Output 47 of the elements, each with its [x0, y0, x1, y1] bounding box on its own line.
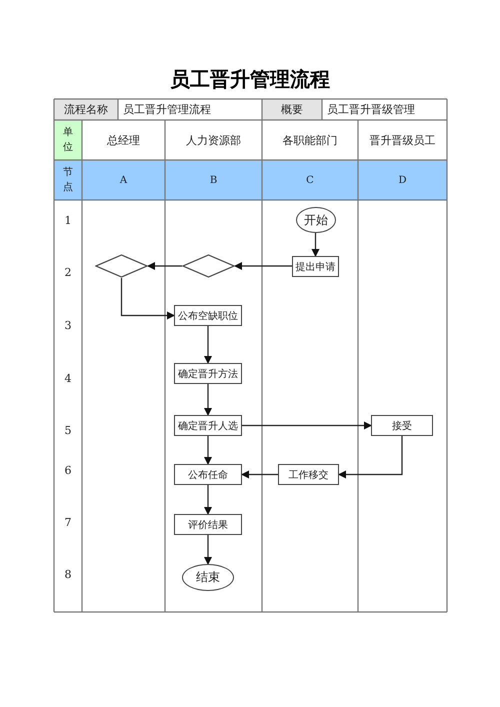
arrow — [241, 470, 278, 478]
arrow — [204, 485, 212, 515]
table-cell-text: D — [398, 174, 407, 186]
row-header-text: 单位 — [63, 126, 73, 155]
process-box: 确定晋升人选 — [174, 415, 242, 436]
process-box: 公布空缺职位 — [174, 305, 242, 326]
row-number: 8 — [64, 568, 72, 580]
arrow — [204, 436, 212, 465]
process-box: 评价结果 — [174, 514, 242, 535]
arrow — [120, 278, 175, 320]
process-box: 接受 — [371, 415, 433, 436]
arrow — [204, 535, 212, 565]
arrow — [204, 326, 212, 364]
table-cell-text: 员工晋升管理流程 — [123, 102, 211, 117]
table-cell-text: C — [306, 174, 314, 186]
terminal-oval: 开始 — [296, 207, 336, 233]
row-number: 6 — [64, 464, 72, 476]
table-cell-text: 员工晋升晋级管理 — [327, 102, 415, 117]
arrow — [234, 262, 292, 270]
arrow — [147, 262, 182, 270]
table-cell-text: 概要 — [281, 102, 303, 117]
row-number: 5 — [64, 424, 72, 436]
row-header-text: 节点 — [63, 166, 73, 195]
row-number: 4 — [64, 372, 72, 384]
row-number: 3 — [64, 318, 72, 332]
table-cell-text: 人力资源部 — [186, 132, 241, 148]
row-number: 2 — [64, 266, 72, 278]
process-box: 提出申请 — [292, 256, 339, 277]
arrow — [312, 233, 320, 257]
process-box: 工作移交 — [278, 464, 339, 485]
table-cell-text: 各职能部门 — [282, 132, 338, 148]
row-number: 7 — [64, 516, 72, 528]
table-cell-text: 流程名称 — [64, 102, 108, 117]
terminal-oval: 结束 — [182, 564, 234, 591]
arrow — [204, 384, 212, 416]
table-cell-text: 晋升晋级员工 — [370, 132, 436, 148]
table-cell-text: 总经理 — [107, 132, 140, 148]
process-box: 确定晋升方法 — [174, 363, 242, 384]
arrow — [242, 422, 372, 430]
process-box: 公布任命 — [174, 464, 242, 485]
row-number: 1 — [64, 214, 72, 226]
decision-diamond — [182, 254, 235, 278]
table-cell-text: A — [120, 174, 128, 186]
decision-diamond — [95, 254, 148, 278]
arrow — [338, 436, 403, 478]
diagram-title: 员工晋升管理流程 — [169, 66, 331, 93]
table-cell-text: B — [210, 174, 218, 186]
